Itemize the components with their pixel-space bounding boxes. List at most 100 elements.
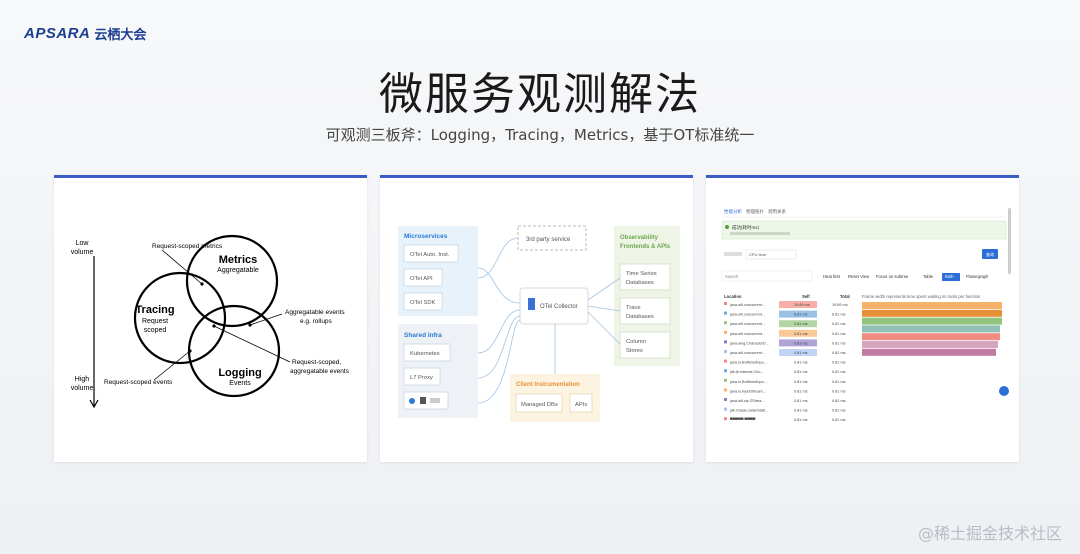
row-total: 0.81 ms: [832, 409, 846, 413]
label-request-scoped-metrics: Request-scoped metrics: [152, 243, 223, 250]
row-self-bar: [779, 301, 817, 308]
col-location: Location: [724, 294, 742, 299]
frontends-label-1: Observability: [620, 235, 659, 241]
toolbar-4[interactable]: Table: [923, 274, 934, 279]
fe-item-3-b: Stores: [626, 348, 643, 354]
success-banner: [721, 220, 1007, 240]
toolbar-6[interactable]: Flamegraph: [966, 274, 989, 279]
row-location[interactable]: jdk.jfr.internal.Chu...: [729, 370, 764, 374]
flame-frame[interactable]: [862, 325, 1000, 333]
tab-3[interactable]: 调用关系: [768, 208, 786, 215]
row-self: 6.81 ms: [794, 313, 808, 317]
label-req-agg-events-2: aggregatable events: [290, 368, 350, 375]
toolbar-1[interactable]: Heat first: [823, 274, 841, 279]
frontends-label-2: Frontends & APIs: [620, 244, 671, 250]
fe-item-1-a: Time Series: [626, 271, 657, 277]
row-location[interactable]: ▀▀▀▀▀ ▀▀▀▀: [730, 417, 756, 422]
fe-item-3-a: Column: [626, 339, 646, 345]
row-location[interactable]: java.util.concurrent...: [729, 332, 765, 336]
venn-diagram: Low volume High volume Metrics Aggregata…: [71, 234, 350, 409]
fe-item-2-b: Databases: [626, 314, 654, 320]
row-color-icon: [724, 359, 727, 363]
row-self-bar: [779, 329, 817, 337]
label-agg-events-1: Aggregatable events: [285, 309, 345, 316]
toolbar-both-button[interactable]: [942, 273, 960, 281]
row-location[interactable]: java.util.concurrent...: [729, 322, 765, 326]
row-self-bar: [779, 310, 817, 318]
flame-frame[interactable]: [862, 302, 1002, 309]
row-color-icon: [724, 321, 727, 325]
otel-architecture: Microservices OTel Auto. Inst. OTel API …: [398, 225, 680, 422]
row-total: 0.81 ms: [832, 389, 846, 393]
row-location[interactable]: java.io.BufferedInpu...: [729, 380, 767, 384]
row-self-bar: [779, 320, 817, 328]
row-total: 0.81 ms: [832, 399, 846, 403]
ms-item-2: OTel API: [410, 276, 433, 282]
row-self-bar: [779, 349, 817, 356]
infra-item-2: L7 Proxy: [410, 375, 433, 381]
row-total: 0.81 ms: [832, 332, 846, 336]
third-party-box: [517, 225, 587, 251]
ms-item-3: OTel SDK: [410, 300, 436, 306]
tab-2[interactable]: 物理拓扑: [746, 208, 764, 215]
gcp-icon: [409, 398, 415, 404]
metrics-sub: Aggregatable: [217, 267, 259, 274]
query-button[interactable]: [982, 249, 998, 259]
flame-frame[interactable]: [862, 341, 998, 348]
row-location[interactable]: java.util.concurrent...: [729, 313, 765, 317]
toolbar-5: Both: [945, 274, 954, 279]
row-self-bar: [779, 339, 817, 347]
row-total: 19.89 ms: [832, 303, 848, 307]
row-self: 0.81 ms: [794, 341, 808, 345]
flame-caption: Frame width represents time spent waitin…: [862, 294, 981, 299]
flame-frame[interactable]: [862, 333, 1000, 341]
flame-frame[interactable]: [862, 317, 1002, 325]
ms-item-1: OTel Auto. Inst.: [410, 252, 450, 258]
label-request-scoped-events: Request-scoped events: [104, 379, 173, 386]
axis-top-2: volume: [71, 249, 94, 256]
type-select[interactable]: [745, 249, 797, 260]
toolbar-3[interactable]: Focus on subtree: [876, 274, 909, 279]
row-self: 0.81 ms: [794, 380, 808, 384]
otel-collector-label: OTel Collector: [540, 304, 578, 310]
banner-text: 成功(耗时ms): [732, 224, 759, 231]
otel-panel: Microservices OTel Auto. Inst. OTel API …: [380, 175, 693, 462]
row-total: 0.81 ms: [832, 361, 846, 365]
scrollbar[interactable]: [1008, 208, 1011, 274]
logo-brand: APSARA: [24, 25, 91, 42]
row-location[interactable]: java.io.InputStream...: [729, 389, 766, 393]
server-icon: [420, 397, 426, 404]
axis-arrowhead: [89, 399, 99, 409]
flame-frame[interactable]: [862, 309, 1002, 317]
fe-item-1-b: Databases: [626, 280, 654, 286]
row-total: 6.81 ms: [832, 313, 846, 317]
metrics-circle: [185, 234, 279, 328]
col-self: Self: [802, 294, 810, 299]
search-input[interactable]: [721, 270, 813, 282]
row-self: 0.81 ms: [794, 418, 808, 422]
tab-1[interactable]: 性能分析: [724, 208, 742, 215]
toolbar-2[interactable]: Reset View: [848, 274, 870, 279]
row-location[interactable]: java.lang.CharacterD...: [729, 341, 769, 345]
row-location[interactable]: java.util.concurrent...: [729, 303, 765, 307]
float-action-icon[interactable]: [999, 386, 1009, 396]
row-color-icon: [724, 407, 727, 411]
row-location[interactable]: java.io.BufferedInpu...: [729, 361, 767, 365]
success-icon: [725, 225, 729, 229]
row-total: 0.81 ms: [832, 380, 846, 384]
flame-frame[interactable]: [862, 348, 996, 356]
logging-sub: Events: [229, 380, 251, 387]
row-location[interactable]: java.util.zip.ZStrea...: [729, 399, 764, 403]
label-agg-events-2: e.g. rollups: [300, 318, 333, 325]
row-location[interactable]: jdk.ClassLoaderStati...: [729, 409, 768, 413]
tracing-sub-2: scoped: [144, 327, 167, 334]
otel-logo-icon: [528, 298, 535, 310]
row-location[interactable]: java.util.concurrent...: [729, 351, 765, 355]
profiler-panel: 性能分析 物理拓扑 调用关系 成功(耗时ms) CPU time 查询 Sear…: [706, 175, 1019, 462]
axis-bottom-1: High: [75, 376, 90, 383]
profiler-screenshot: 性能分析 物理拓扑 调用关系 成功(耗时ms) CPU time 查询 Sear…: [721, 208, 1011, 422]
slide-title: 微服务观测解法: [379, 69, 701, 120]
row-total: 0.81 ms: [832, 351, 846, 355]
row-self: 0.81 ms: [794, 332, 808, 336]
